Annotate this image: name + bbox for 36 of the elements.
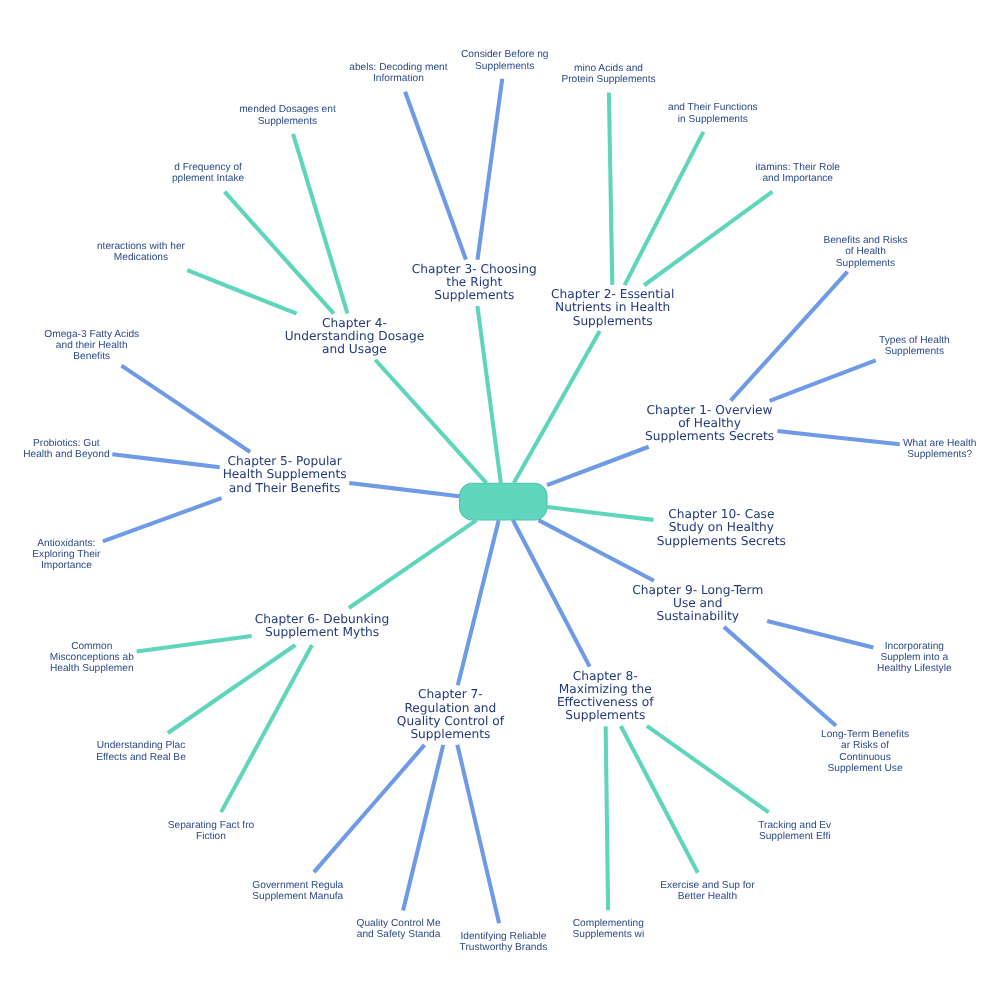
connector — [373, 357, 488, 484]
connector — [722, 624, 838, 727]
connector — [768, 357, 877, 402]
connector — [642, 188, 774, 286]
connector — [777, 428, 900, 446]
connector — [403, 90, 468, 260]
connector — [546, 503, 654, 521]
connector — [186, 267, 298, 315]
connector — [219, 643, 314, 813]
connector — [546, 443, 650, 487]
connector — [401, 743, 446, 911]
connector — [102, 495, 223, 543]
connector — [618, 724, 700, 873]
connector — [349, 479, 460, 498]
connector — [136, 633, 252, 653]
connector — [475, 77, 505, 260]
connector — [606, 91, 615, 284]
connector — [475, 304, 503, 483]
connector — [512, 329, 602, 484]
connector — [312, 742, 427, 873]
connector — [120, 362, 252, 453]
connector — [622, 130, 706, 285]
node-box — [459, 481, 548, 520]
connector — [455, 518, 501, 685]
connector — [347, 517, 478, 609]
connector — [511, 518, 592, 667]
connector — [729, 269, 849, 401]
connector — [603, 725, 611, 910]
connector — [223, 189, 336, 314]
connector — [766, 618, 874, 649]
connector — [166, 642, 297, 734]
connector — [537, 517, 655, 582]
connector — [455, 743, 502, 923]
connector — [291, 132, 350, 314]
connector — [112, 451, 220, 469]
connector — [645, 723, 770, 814]
